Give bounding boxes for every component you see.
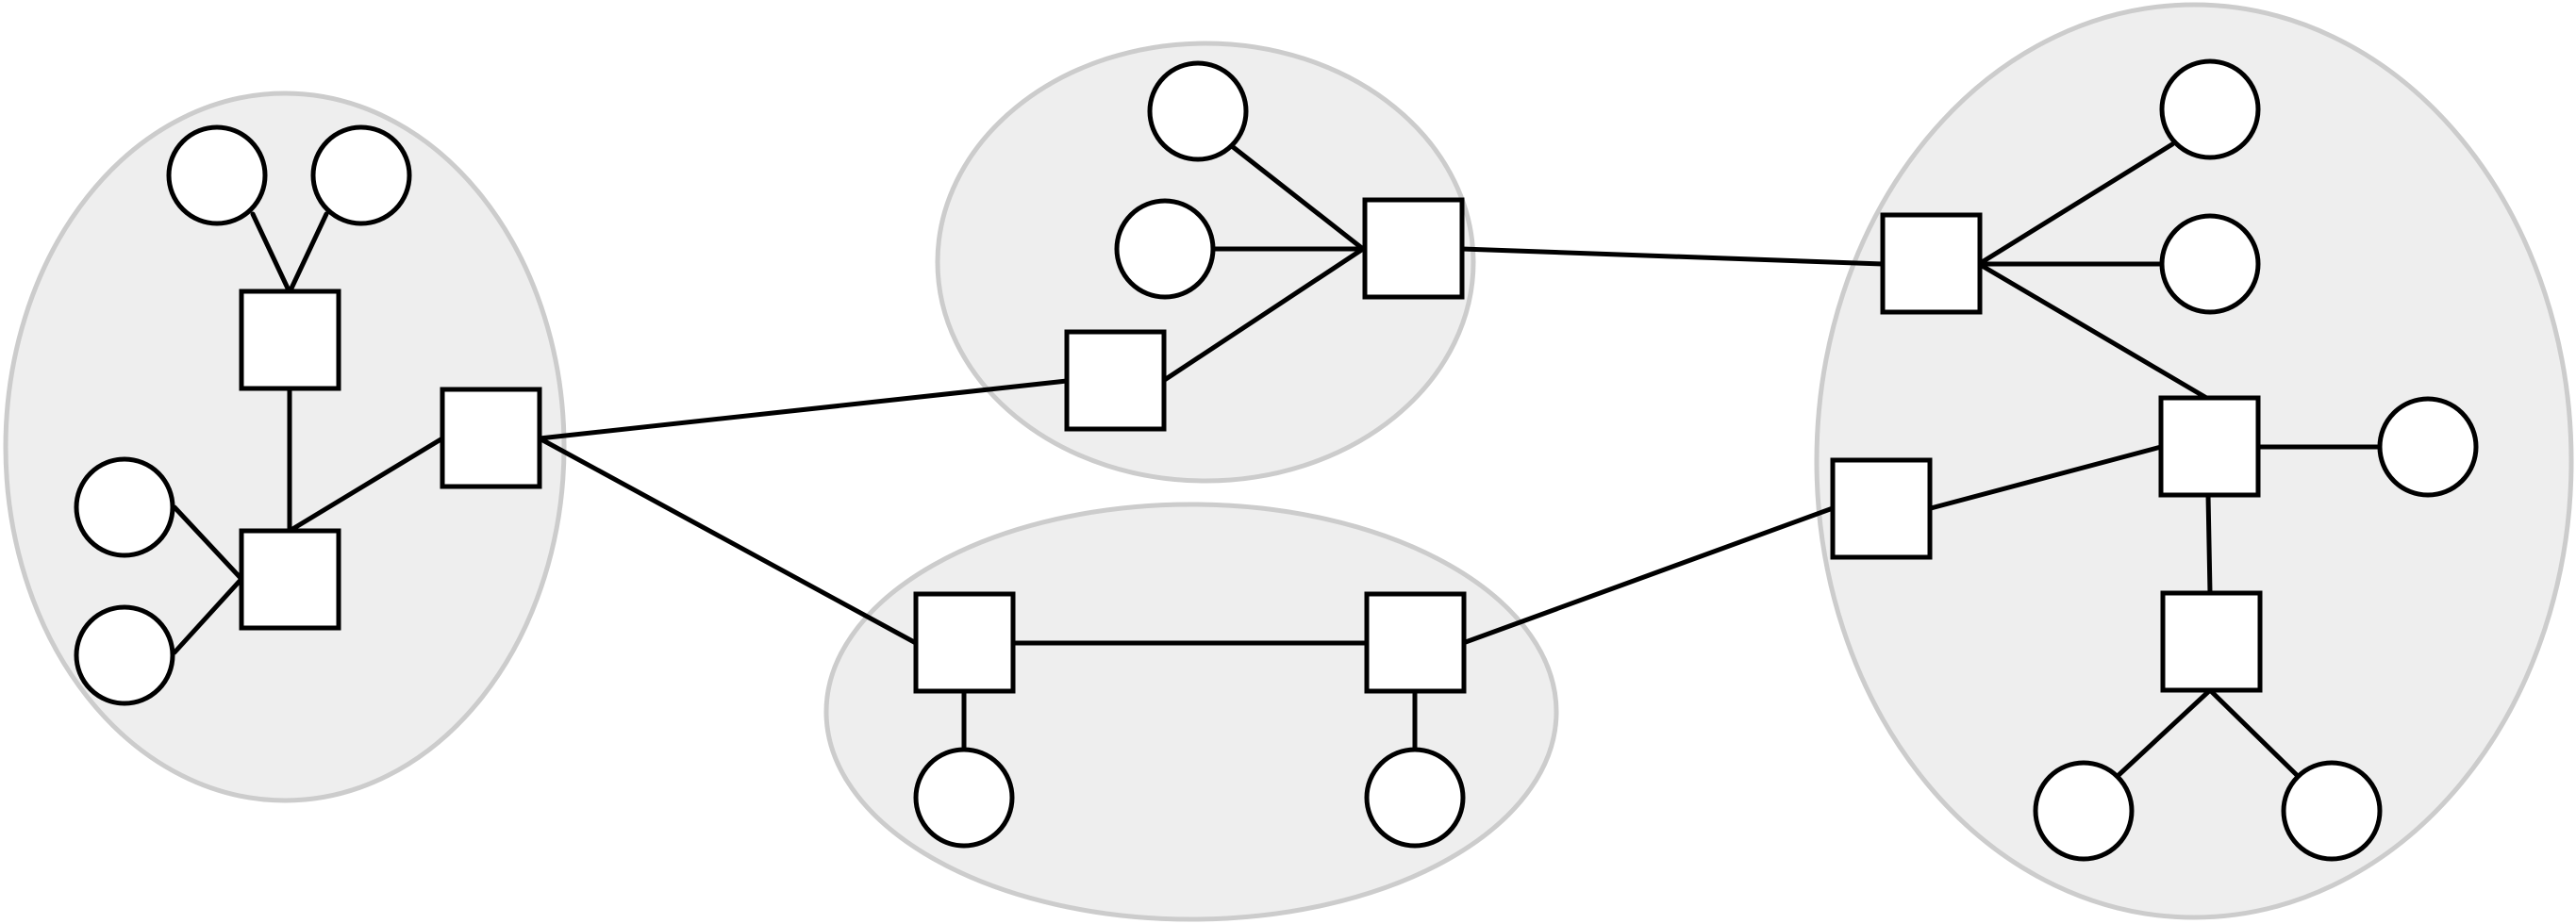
circle-node — [2159, 213, 2261, 315]
edge — [1460, 505, 1836, 646]
circle-node — [1147, 60, 1249, 162]
circle-node — [74, 604, 175, 706]
square-nodes — [239, 197, 2263, 694]
circle-node — [2377, 396, 2479, 498]
edge — [287, 436, 445, 534]
square-node — [2160, 590, 2263, 693]
edge — [1976, 141, 2175, 267]
edge — [1459, 246, 1886, 267]
edge — [537, 436, 919, 646]
edge — [537, 378, 1070, 441]
square-node — [1880, 212, 1983, 315]
circle-node — [2281, 760, 2383, 862]
circle-node — [166, 124, 268, 226]
circle-node — [1364, 747, 1466, 849]
square-node — [239, 528, 341, 631]
edge — [2205, 492, 2213, 596]
circle-nodes — [74, 58, 2479, 862]
edge — [1928, 444, 2164, 511]
edge — [1976, 261, 2211, 402]
square-node — [2158, 395, 2261, 498]
edge — [1229, 143, 1366, 252]
edge — [287, 211, 329, 295]
circle-node — [74, 456, 175, 558]
square-node — [1064, 329, 1167, 432]
square-node — [1362, 197, 1465, 300]
circle-node — [2159, 58, 2261, 160]
circle-node — [1114, 198, 1216, 300]
square-node — [239, 289, 341, 391]
circle-node — [913, 747, 1015, 849]
edge — [250, 211, 292, 295]
edge — [2114, 687, 2213, 780]
edge — [172, 576, 244, 655]
cluster-bottom — [823, 502, 1559, 922]
circle-node — [310, 124, 412, 226]
edge — [172, 504, 244, 582]
square-node — [1364, 591, 1467, 694]
square-node — [913, 591, 1016, 694]
square-node — [440, 387, 542, 489]
edge — [2207, 687, 2302, 780]
circle-node — [2033, 760, 2135, 862]
edge — [1160, 246, 1366, 384]
square-node — [1830, 457, 1933, 560]
